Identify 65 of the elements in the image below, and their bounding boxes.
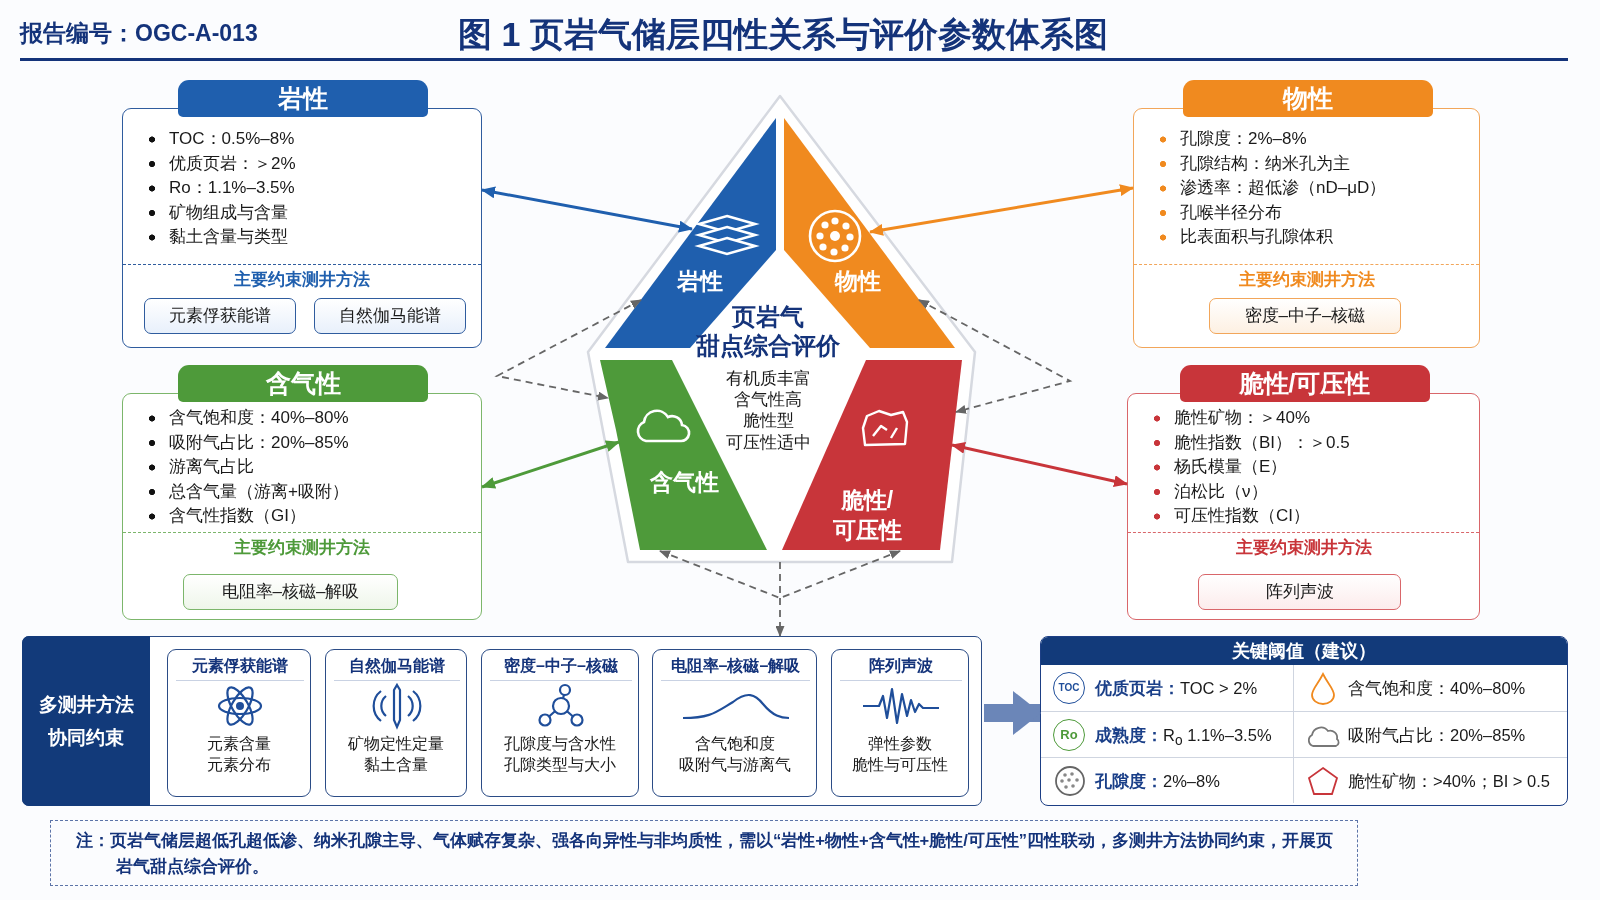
- threshold-text: 优质页岩：TOC > 2%: [1095, 678, 1258, 699]
- criteria-line: 可压性适中: [724, 431, 812, 453]
- criteria-line: 含气性高: [733, 388, 803, 410]
- panel-tab: 岩性: [178, 80, 428, 117]
- method-tag: 阵列声波: [1198, 574, 1401, 610]
- method-card: [167, 649, 311, 797]
- card-line: 孔隙度与含水性: [503, 734, 617, 754]
- card-heading: 自然伽马能谱: [334, 650, 460, 681]
- method-tag: 电阻率–核磁–解吸: [183, 574, 398, 610]
- method-card: [325, 649, 467, 797]
- connector-arrow: [775, 561, 785, 637]
- connector-arrow: [494, 299, 642, 401]
- threshold-table: [1040, 636, 1568, 806]
- section-heading: 主要约束测井方法: [233, 269, 371, 291]
- connector-arrow: [869, 184, 1134, 236]
- method-card: [481, 649, 639, 797]
- method-card: [831, 649, 969, 797]
- table-header: 关键阈值（建议）: [1041, 637, 1567, 665]
- card-line: 矿物定性定量: [347, 734, 445, 754]
- panel-tab: 含气性: [178, 365, 428, 402]
- card-line: 吸附气与游离气: [677, 755, 792, 775]
- connector-arrow: [918, 299, 1073, 414]
- method-tag: 密度–中子–核磁: [1209, 298, 1401, 334]
- card-heading: 密度–中子–核磁: [490, 650, 632, 681]
- section-heading: 主要约束测井方法: [233, 537, 371, 559]
- threshold-text: 成熟度：R$_{o}$ 1.1%–3.5%: [1095, 725, 1272, 751]
- method-panel: [22, 636, 982, 806]
- panel-tab: 物性: [1182, 80, 1433, 117]
- card-line: 脆性与可压性: [851, 755, 949, 775]
- report-number: 报告编号：OGC-A-013: [20, 19, 258, 48]
- threshold-text: 吸附气占比：20%–85%: [1348, 725, 1526, 746]
- sector-label: 脆性/可压性: [831, 486, 903, 545]
- note-box: 注：页岩气储层超低孔超低渗、纳米孔隙主导、气体赋存复杂、强各向异性与非均质性，需以“岩性+物性+含气性+脆性/可压性”四性联动，多测井方法协同约束，开展页岩气甜点综合评价。: [50, 820, 1358, 886]
- label-block: 多测井方法协同约束: [22, 636, 150, 806]
- figure-title: 图 1 页岩气储层四性关系与评价参数体系图: [458, 14, 1108, 55]
- card-line: 元素分布: [206, 755, 272, 775]
- section-heading: 主要约束测井方法: [1234, 537, 1373, 559]
- connector-arrow: [481, 186, 693, 233]
- method-card: [652, 649, 817, 797]
- sector-label: 含气性: [648, 468, 720, 497]
- card-heading: 阵列声波: [840, 650, 962, 681]
- threshold-text: 含气饱和度：40%–80%: [1348, 678, 1526, 699]
- card-line: 孔隙类型与大小: [503, 755, 617, 775]
- threshold-text: 脆性矿物：>40%；BI > 0.5: [1348, 771, 1550, 792]
- connector-arrow: [659, 550, 901, 599]
- connector-arrow: [951, 441, 1128, 488]
- center-title: 页岩气: [731, 302, 805, 333]
- card-heading: 元素俘获能谱: [176, 650, 304, 681]
- sector-label: 岩性: [676, 267, 724, 296]
- center-title: 甜点综合评价: [695, 331, 841, 362]
- method-tag: 元素俘获能谱: [144, 298, 296, 334]
- criteria-line: 有机质丰富: [724, 367, 812, 389]
- section-heading: 主要约束测井方法: [1237, 269, 1376, 291]
- connector-arrow: [481, 440, 620, 489]
- threshold-text: 孔隙度：2%–8%: [1095, 771, 1220, 792]
- block-arrow: [984, 691, 1041, 735]
- method-tag: 自然伽马能谱: [314, 298, 466, 334]
- card-line: 弹性参数: [867, 734, 933, 754]
- card-line: 元素含量: [206, 734, 272, 754]
- criteria-line: 脆性型: [741, 409, 795, 431]
- panel-tab: 脆性/可压性: [1179, 365, 1430, 402]
- card-line: 黏土含量: [363, 755, 429, 775]
- sector-label: 物性: [833, 267, 882, 296]
- card-line: 含气饱和度: [693, 734, 776, 754]
- card-heading: 电阻率–核磁–解吸: [661, 650, 810, 681]
